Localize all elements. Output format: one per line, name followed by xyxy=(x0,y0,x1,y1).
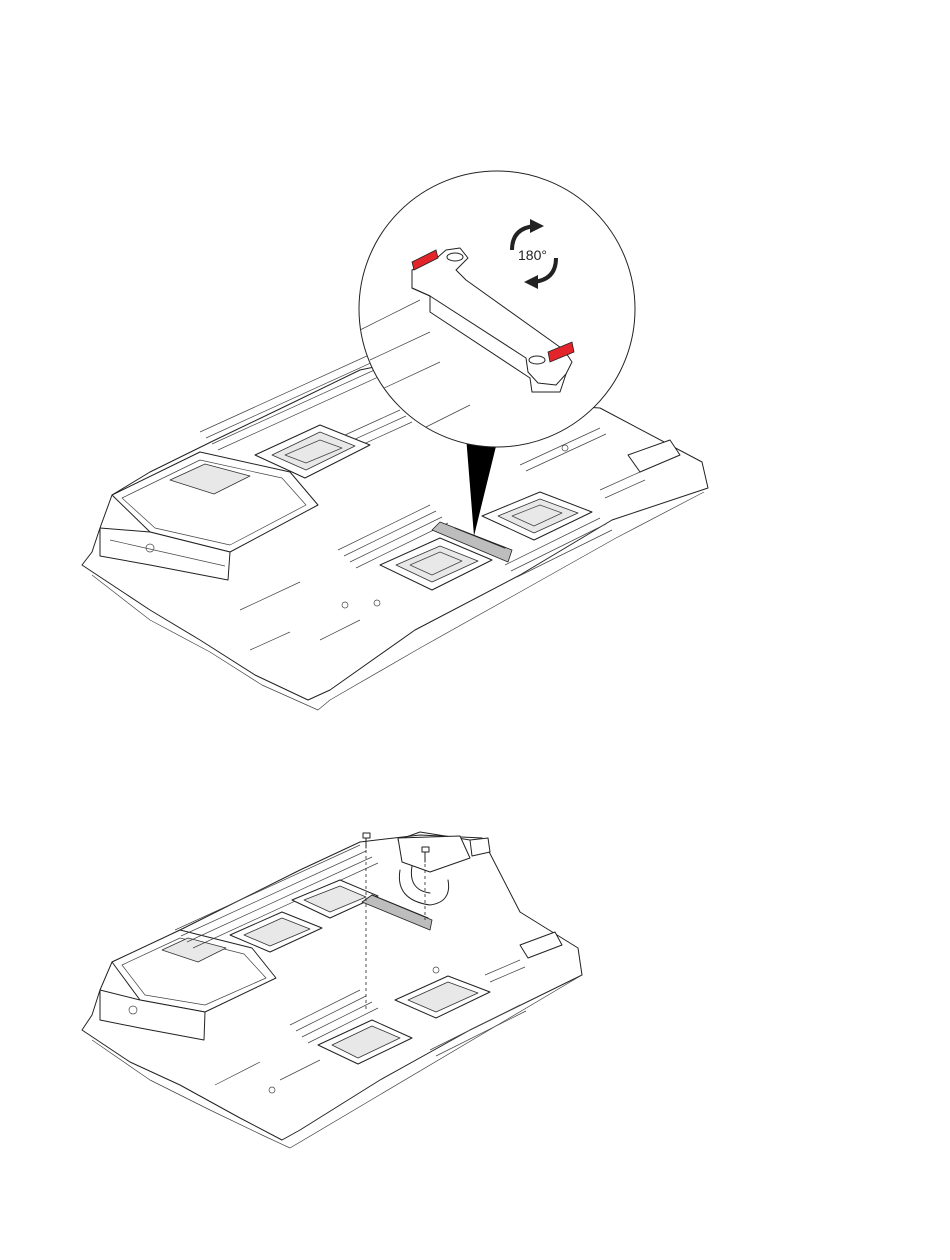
callout-magnifier: 180° xyxy=(359,171,635,447)
figure-2-installation xyxy=(82,832,582,1148)
rotation-label: 180° xyxy=(518,247,547,263)
bracket-install xyxy=(362,895,432,930)
figure-1-node-tray xyxy=(82,350,708,710)
